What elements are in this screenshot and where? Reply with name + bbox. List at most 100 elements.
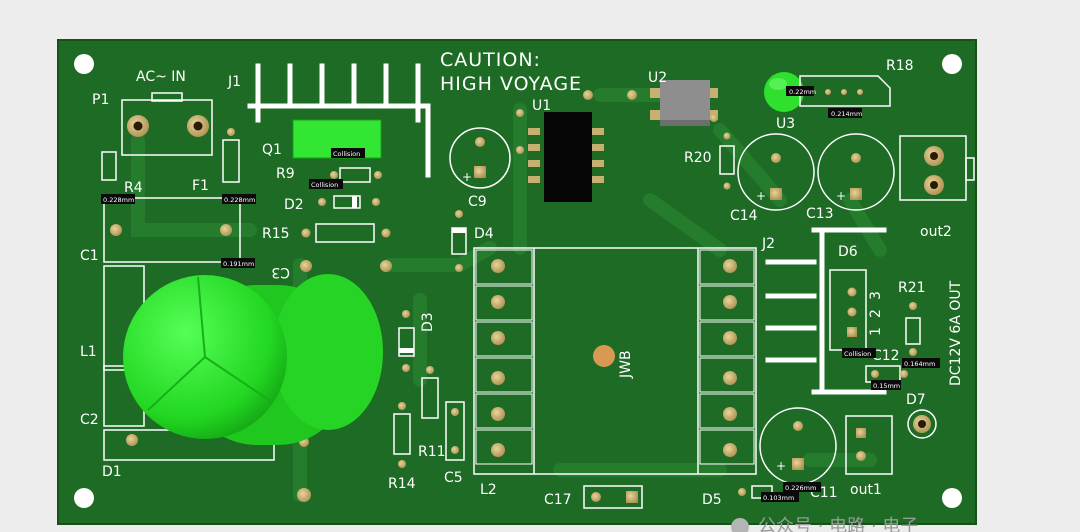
f1-pad <box>227 128 235 136</box>
c3-pad <box>380 260 392 272</box>
u1-pad <box>583 90 593 100</box>
u2-pad <box>710 114 718 122</box>
r20-resistor <box>719 145 735 175</box>
c17-capacitor <box>583 485 643 509</box>
ref-u3: U3 <box>776 116 795 132</box>
u1-pad <box>627 90 637 100</box>
watermark-text: 公众号 · 电路 · 电子 <box>758 516 918 532</box>
ref-c9: C9 <box>468 194 487 210</box>
d2-band <box>352 196 357 208</box>
ref-r4: R4 <box>124 180 143 196</box>
drc-tag-u3-a[interactable]: 0.22mm <box>786 86 816 96</box>
ref-f1: F1 <box>192 178 209 194</box>
d2-pad <box>372 198 380 206</box>
d6-pin-2: 2 <box>868 309 884 318</box>
drc-tag-r9[interactable]: Collision <box>309 179 343 189</box>
r14-pad <box>398 460 406 468</box>
tag-r9-text: Collision <box>311 181 338 189</box>
ref-u2: U2 <box>648 70 667 86</box>
svg-text:+: + <box>776 459 786 473</box>
drc-tag-d6[interactable]: Collision <box>842 348 876 358</box>
ref-out2: out2 <box>920 224 952 240</box>
r11-pad <box>426 366 434 374</box>
r4-resistor <box>101 151 117 181</box>
c14-capacitor: + <box>737 133 815 211</box>
ref-out1: out1 <box>850 482 882 498</box>
svg-text:+: + <box>756 189 766 203</box>
ref-c5: C5 <box>444 470 463 486</box>
ref-d6: D6 <box>838 244 858 260</box>
u1-ic[interactable] <box>528 112 604 202</box>
tag-r4-text: 0.228mm <box>103 196 134 204</box>
ref-r15: R15 <box>262 226 290 242</box>
d1-pad <box>126 434 138 446</box>
ref-c1: C1 <box>80 248 99 264</box>
ref-r11: R11 <box>418 444 446 460</box>
out2-terminal <box>899 135 975 201</box>
ref-u1: U1 <box>532 98 551 114</box>
ref-r9: R9 <box>276 166 295 182</box>
u3-highlight[interactable] <box>764 72 804 112</box>
r20-pad <box>723 182 731 190</box>
r11-resistor <box>421 377 439 419</box>
drc-tag-c1[interactable]: 0.191mm <box>221 258 255 268</box>
r14-pad <box>398 402 406 410</box>
d4-band <box>452 228 466 233</box>
r9-resistor <box>339 167 371 183</box>
ref-d3: D3 <box>420 312 436 332</box>
tag-c12-b-text: 0.15mm <box>873 382 900 390</box>
svg-text:+: + <box>462 170 472 184</box>
svg-text:+: + <box>836 189 846 203</box>
tag-q1-text: Collision <box>333 150 360 158</box>
c5-pad <box>451 446 459 454</box>
drc-tag-c12-a[interactable]: 0.164mm <box>902 358 940 368</box>
c3-electrolytic-highlight[interactable] <box>123 274 383 445</box>
drc-tag-c12-b[interactable]: 0.15mm <box>871 380 901 390</box>
tag-u3-a-text: 0.22mm <box>789 88 816 96</box>
u1-pad <box>516 109 524 117</box>
u2-regulator[interactable] <box>650 80 718 126</box>
drc-tag-r4[interactable]: 0.228mm <box>101 194 135 204</box>
tag-c1-text: 0.191mm <box>223 260 254 268</box>
mounting-holes <box>74 54 962 508</box>
tag-f1-text: 0.228mm <box>224 196 255 204</box>
l2-pad <box>297 488 311 502</box>
c9-capacitor: + <box>449 127 511 189</box>
c1-pad <box>220 224 232 236</box>
r9-pad <box>374 171 382 179</box>
p1-terminal <box>121 92 213 156</box>
d6-pin-1: 1 <box>868 327 884 336</box>
ref-r18: R18 <box>886 58 914 74</box>
drc-tag-q1[interactable]: Collision <box>331 148 365 158</box>
d6-pin-3: 3 <box>868 291 884 300</box>
d3-diode <box>398 327 415 357</box>
f1-fuse <box>222 139 240 183</box>
jwb-pins <box>475 249 755 465</box>
u1-pad <box>516 146 524 154</box>
jwb-center-marker[interactable] <box>593 345 615 367</box>
c1-capacitor <box>103 197 241 263</box>
tag-c11-a-text: 0.226mm <box>785 484 816 492</box>
r21-pad <box>909 348 917 356</box>
drc-tag-f1[interactable]: 0.228mm <box>222 194 256 204</box>
ref-r14: R14 <box>388 476 416 492</box>
ref-d2: D2 <box>284 197 304 213</box>
side-output-label: DC12V 6A OUT <box>948 280 964 386</box>
jwb-module <box>473 247 757 475</box>
drc-tag-u3-b[interactable]: 0.214mm <box>828 108 862 118</box>
drc-tag-c11-a[interactable]: 0.226mm <box>783 482 821 492</box>
ref-q1: Q1 <box>262 142 282 158</box>
drc-tag-c11-b[interactable]: 0.103mm <box>761 492 799 502</box>
r21-pad <box>909 302 917 310</box>
ref-c3: C3 <box>271 264 290 280</box>
ref-r21: R21 <box>898 280 926 296</box>
r15-resistor <box>315 223 375 243</box>
ref-j2: J2 <box>761 236 775 252</box>
r14-resistor <box>393 413 411 455</box>
c5-capacitor <box>445 401 465 461</box>
r9-pad <box>330 171 338 179</box>
j1-heatsink <box>247 63 431 178</box>
c12-pad <box>871 370 879 378</box>
